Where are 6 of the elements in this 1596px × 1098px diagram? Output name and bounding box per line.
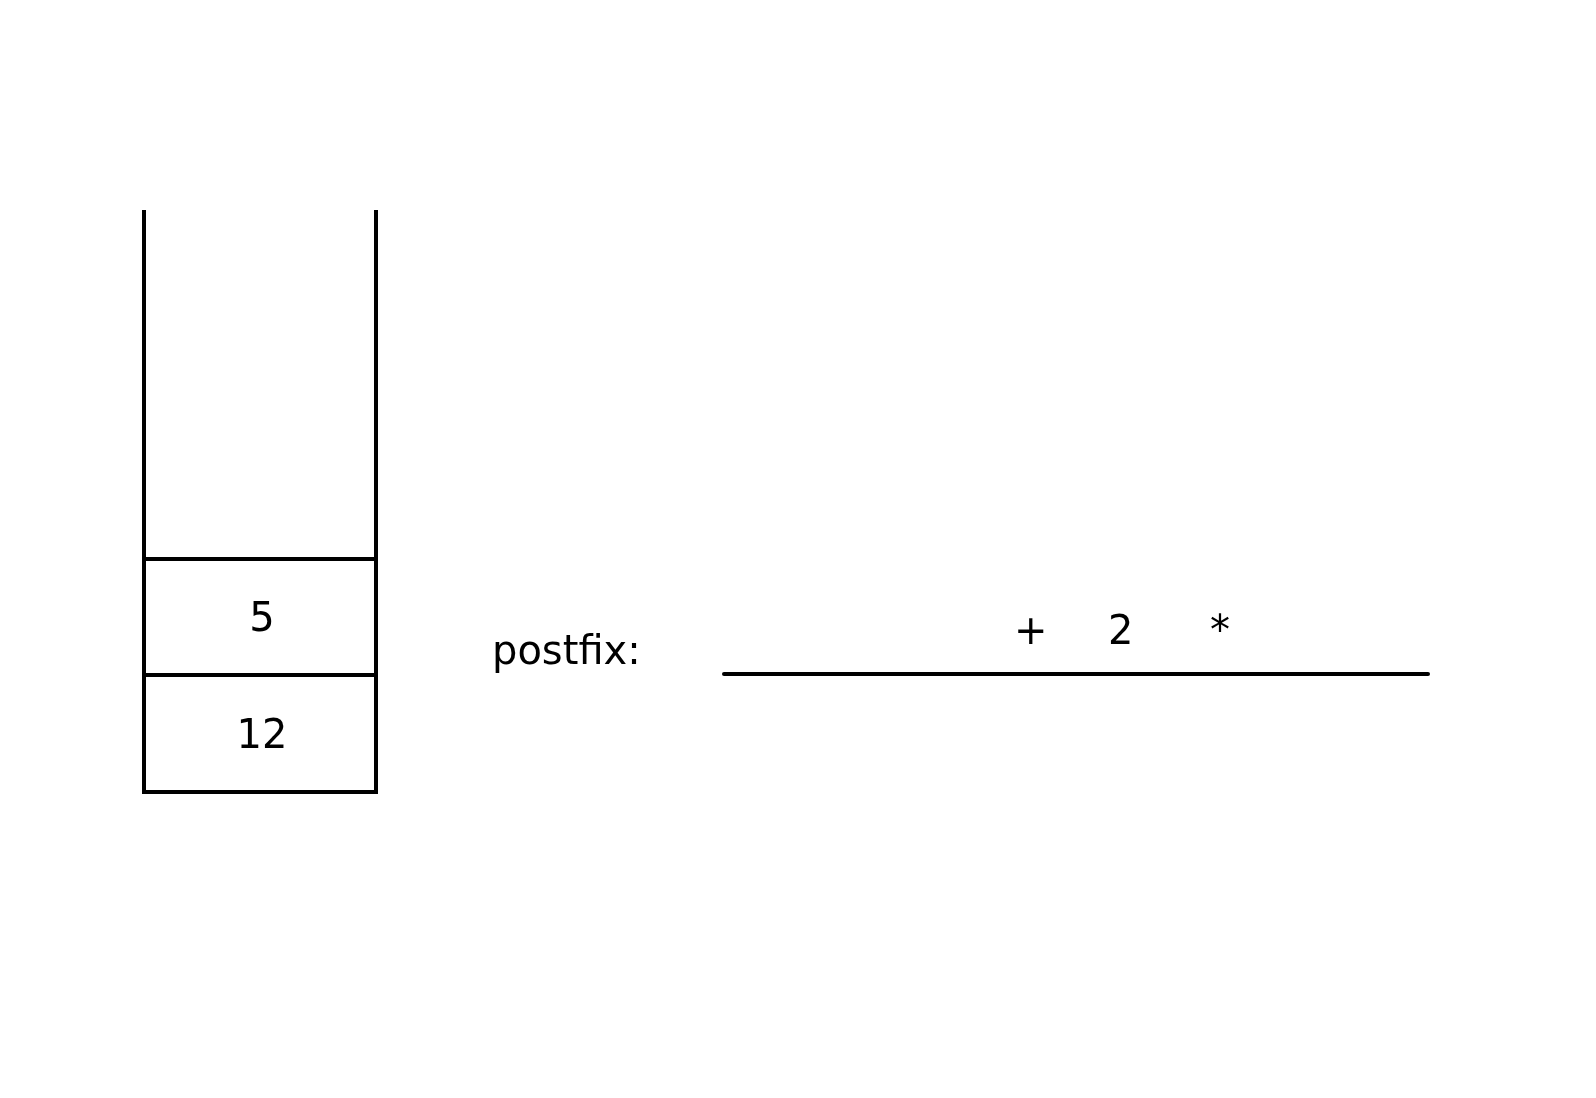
cell-value: 5 <box>249 594 275 640</box>
postfix-token: + <box>1014 610 1048 650</box>
cell-value: 12 <box>236 711 288 757</box>
stack-container <box>142 210 378 794</box>
postfix-token: 2 <box>1108 610 1134 650</box>
postfix-token: * <box>1210 610 1230 650</box>
